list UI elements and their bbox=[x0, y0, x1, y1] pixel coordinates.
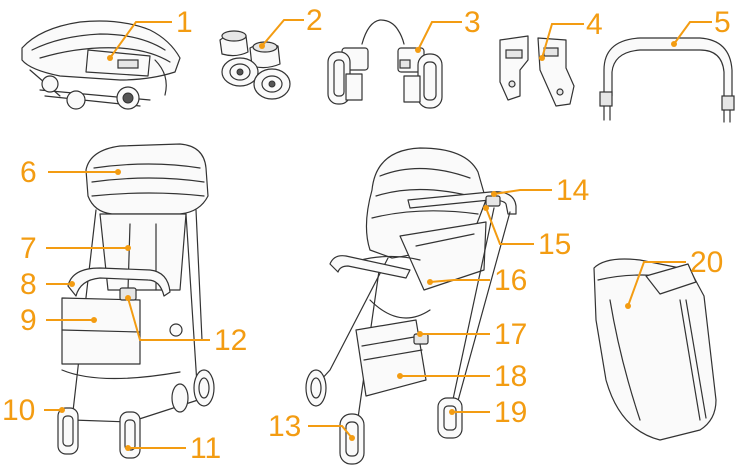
callout-6: 6 bbox=[20, 156, 37, 189]
callout-3: 3 bbox=[464, 6, 481, 39]
part-rear-wheels bbox=[328, 20, 442, 108]
part-carry-bag bbox=[594, 259, 716, 440]
callout-18: 18 bbox=[494, 360, 527, 393]
part-front-wheels bbox=[220, 31, 290, 99]
callout-10: 10 bbox=[2, 394, 35, 427]
callout-17: 17 bbox=[494, 318, 527, 351]
callout-7: 7 bbox=[20, 232, 37, 265]
callout-11: 11 bbox=[190, 432, 221, 465]
callout-12: 12 bbox=[214, 324, 247, 357]
callout-4: 4 bbox=[586, 8, 603, 41]
stroller-front-view bbox=[58, 144, 214, 458]
callout-14: 14 bbox=[556, 174, 589, 207]
callout-20: 20 bbox=[690, 246, 723, 279]
callout-2: 2 bbox=[306, 4, 323, 37]
part-mounting-brackets bbox=[500, 36, 574, 106]
callout-5: 5 bbox=[714, 6, 731, 39]
callout-1: 1 bbox=[176, 6, 193, 39]
part-bumper-bar bbox=[600, 38, 734, 122]
callout-9: 9 bbox=[20, 304, 37, 337]
callout-13: 13 bbox=[268, 410, 301, 443]
part-folded-stroller bbox=[22, 21, 180, 109]
callout-8: 8 bbox=[20, 268, 37, 301]
callout-16: 16 bbox=[494, 264, 527, 297]
callout-15: 15 bbox=[538, 228, 571, 261]
stroller-rear-view bbox=[306, 148, 516, 464]
callout-19: 19 bbox=[494, 396, 527, 429]
